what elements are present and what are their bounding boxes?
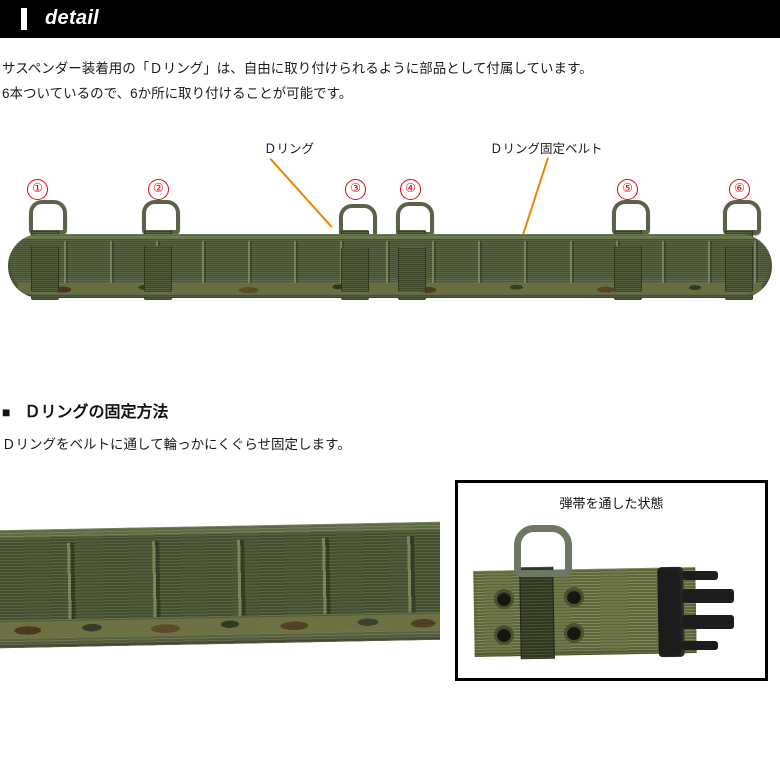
callout-label-d-ring: Ｄリング (264, 142, 315, 156)
molle-belt-body (8, 234, 772, 298)
d-ring-strap-front-3 (341, 248, 369, 292)
inset-panel-belt-threaded: 弾帯を通した状態 (455, 480, 768, 681)
eyelet-top-right (564, 587, 584, 607)
molle-stitch-columns (22, 241, 758, 283)
leader-line-fixing-strap (519, 157, 549, 244)
leader-line-d-ring (269, 158, 333, 228)
belt-top-edge (8, 236, 772, 239)
eyelet-top-left (494, 589, 514, 609)
d-ring-strap-front-5 (614, 246, 642, 292)
marker-2: ② (148, 179, 169, 200)
buckle-prong-lower-center (682, 615, 734, 629)
d-ring-strap-front-6 (725, 246, 753, 292)
buckle-prong-bottom (682, 641, 718, 650)
inset-d-ring-strap (519, 566, 555, 660)
marker-3: ③ (345, 179, 366, 200)
d-ring-strap-front-2 (144, 246, 172, 292)
d-ring-strap-front-1 (31, 246, 59, 292)
inset-d-ring (514, 525, 572, 577)
callout-label-fixing-strap: Ｄリング固定ベルト (490, 142, 603, 156)
section-heading-text: Ｄリングの固定方法 (24, 404, 169, 421)
closeup-molle-columns (0, 535, 440, 621)
side-release-buckle (657, 566, 685, 658)
intro-line-2: 6本ついているので、6か所に取り付けることが可能です。 (2, 86, 353, 101)
eyelet-bottom-left (494, 625, 514, 645)
marker-4: ④ (400, 179, 421, 200)
section-caption: Ｄリングをベルトに通して輪っかにくぐらせ固定します。 (2, 437, 351, 452)
intro-paragraph: サスペンダー装着用の「Ｄリング」は、自由に取り付けられるように部品として付属して… (2, 56, 772, 106)
marker-5: ⑤ (617, 179, 638, 200)
marker-6: ⑥ (729, 179, 750, 200)
page-title: detail (45, 7, 100, 29)
closeup-belt-body (0, 521, 440, 649)
closeup-figure (0, 470, 440, 780)
d-ring-strap-front-4 (398, 247, 426, 292)
detail-header-bar: detail (0, 0, 780, 38)
belt-camo-lining (18, 283, 762, 294)
belt-overview-figure: Ｄリング Ｄリング固定ベルト ① ② ③ ④ ⑤ ⑥ (0, 130, 780, 310)
vertical-bar-icon (21, 8, 27, 30)
buckle-prong-upper-center (682, 589, 734, 603)
square-bullet-icon: ■ (2, 404, 11, 420)
section-heading-fixing-method: ■ Ｄリングの固定方法 (2, 398, 168, 422)
marker-1: ① (27, 179, 48, 200)
intro-line-1: サスペンダー装着用の「Ｄリング」は、自由に取り付けられるように部品として付属して… (2, 61, 593, 76)
eyelet-bottom-right (564, 623, 584, 643)
buckle-prong-top (682, 571, 718, 580)
inset-caption: 弾帯を通した状態 (559, 496, 664, 511)
